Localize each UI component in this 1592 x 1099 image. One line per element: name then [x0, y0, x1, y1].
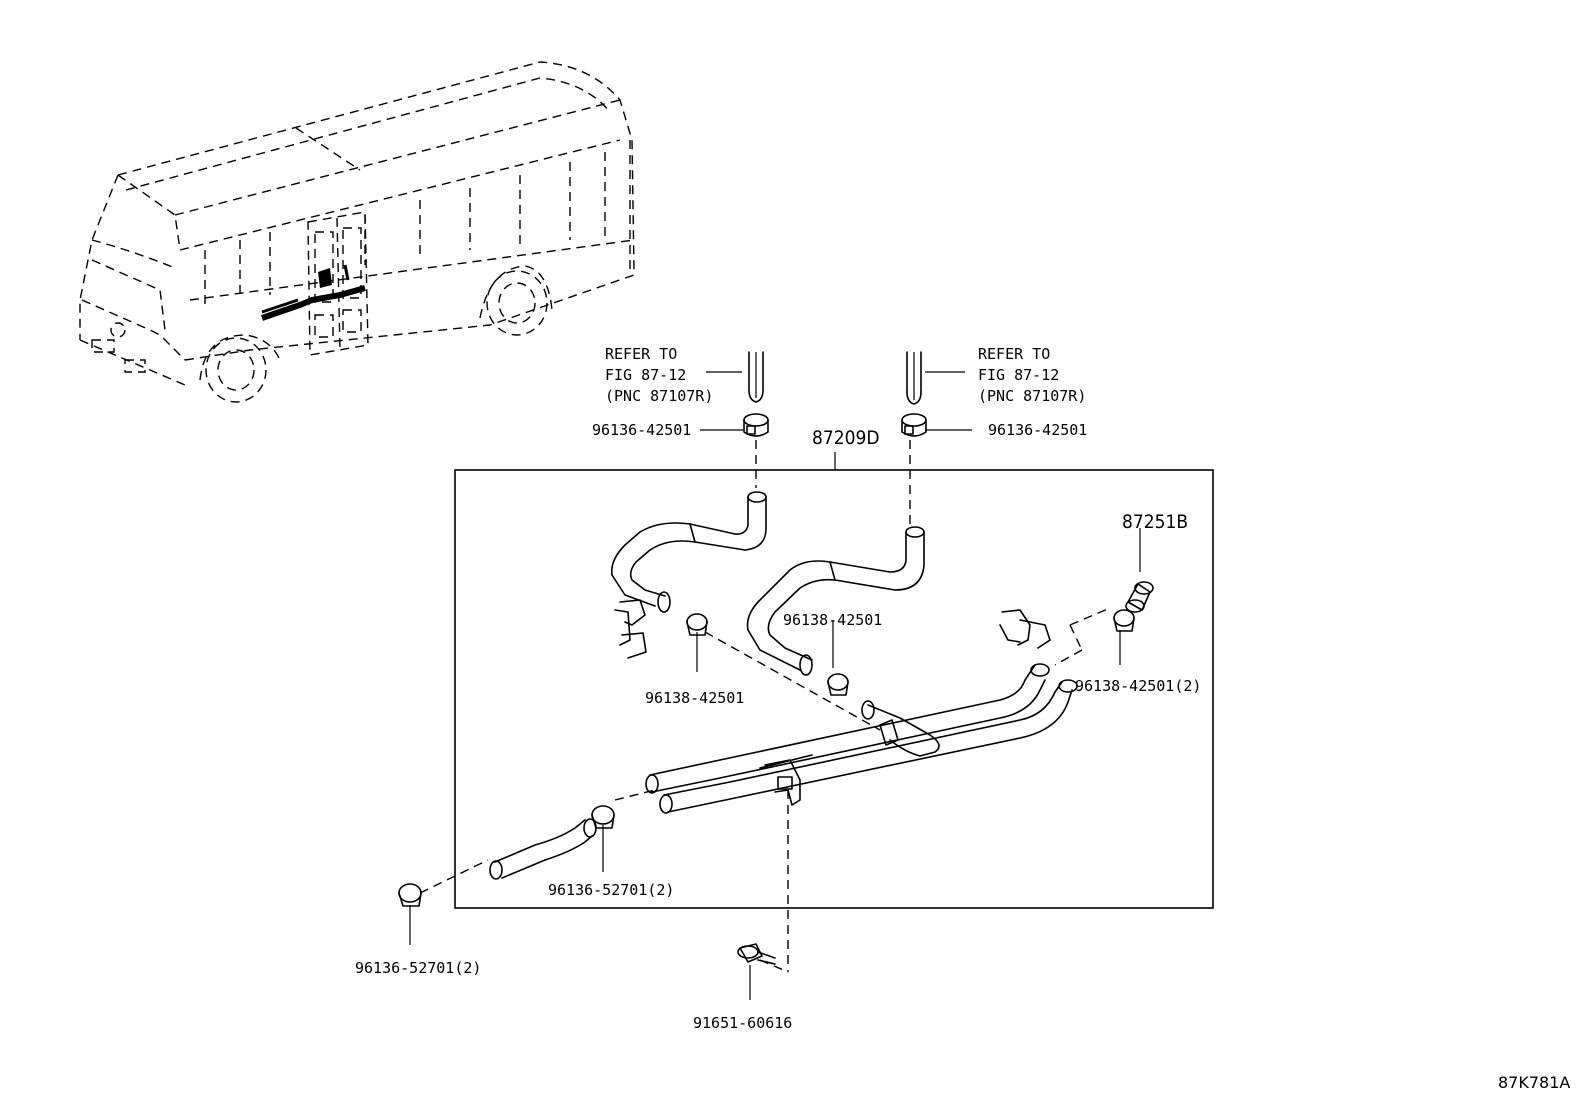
leader-lines: [409, 371, 1141, 1000]
refer-right-line-1: REFER TO: [978, 345, 1051, 363]
part-label-hose-end[interactable]: 87251B: [1122, 511, 1189, 533]
clamp-icon: [743, 413, 769, 437]
clamp-icon: [591, 805, 615, 829]
clamp-icon: [901, 413, 927, 437]
main-pipe-assembly: [645, 663, 1078, 814]
refer-left-line-1: REFER TO: [605, 345, 678, 363]
figure-code: 87K781A: [1498, 1073, 1571, 1092]
part-label-clamp-top-left[interactable]: 96136-42501: [592, 421, 692, 439]
refer-right-line-3: (PNC 87107R): [978, 387, 1087, 405]
assembly-frame: [454, 469, 1214, 909]
clamp-icon: [827, 673, 849, 696]
hose-left: [610, 491, 767, 613]
refer-left-line-3: (PNC 87107R): [605, 387, 714, 405]
hose-end-icon: [1125, 581, 1154, 613]
bolt-icon: [737, 943, 776, 965]
part-label-clamp-top-right[interactable]: 96136-42501: [988, 421, 1088, 439]
clip-right-icon: [999, 609, 1051, 649]
clamp-icon: [1113, 609, 1135, 632]
hose-middle: [746, 526, 925, 676]
part-label-clamp-mid[interactable]: 96138-42501: [783, 611, 883, 629]
hose-lower: [489, 818, 597, 880]
pipe-stub-right: [906, 351, 922, 405]
pipe-stub-left: [748, 351, 764, 403]
part-label-bolt[interactable]: 91651-60616: [693, 1014, 793, 1032]
part-label-clamp-right[interactable]: 96138-42501(2): [1075, 677, 1202, 695]
part-label-assembly[interactable]: 87209D: [812, 427, 880, 449]
clamp-icon: [398, 883, 422, 907]
part-label-clamp-left[interactable]: 96138-42501: [645, 689, 745, 707]
bus-illustration: [79, 61, 635, 403]
refer-left-line-2: FIG 87-12: [605, 366, 687, 384]
clamp-icon: [686, 613, 708, 636]
refer-right-line-2: FIG 87-12: [978, 366, 1060, 384]
part-label-clamp-bottom-left[interactable]: 96136-52701(2): [355, 959, 482, 977]
clip-left-icon: [614, 599, 647, 659]
part-label-clamp-lower[interactable]: 96136-52701(2): [548, 881, 675, 899]
